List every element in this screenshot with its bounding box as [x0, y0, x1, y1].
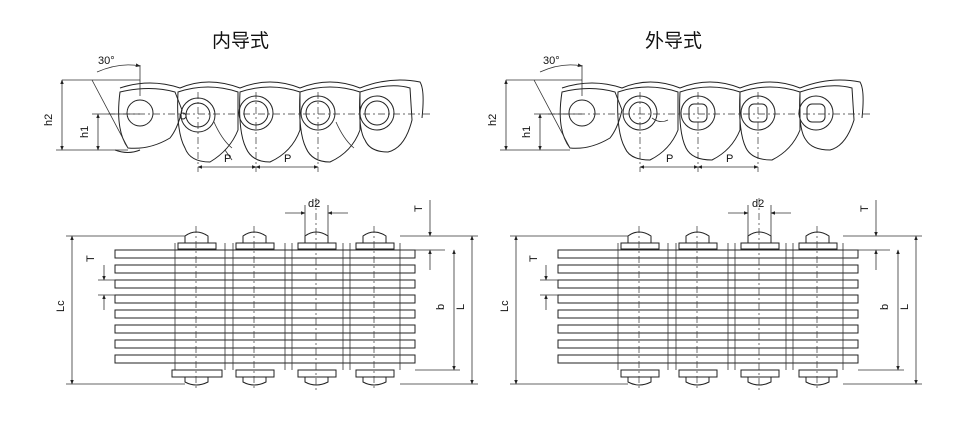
pin-head: [678, 369, 718, 386]
inner-guide-top-view: d2 T T Lc b L: [55, 198, 478, 390]
pin-head: [235, 369, 275, 386]
pin-head: [678, 231, 718, 250]
link-plate: [177, 86, 239, 163]
pin-head: [177, 231, 217, 250]
title-outer-guide: 外导式: [645, 30, 703, 52]
pin: [359, 95, 395, 131]
pin-head: [620, 369, 660, 386]
b-label: b: [879, 304, 891, 310]
T-label: T: [85, 255, 97, 262]
d2-label: d2: [752, 198, 764, 210]
b-label: b: [435, 304, 447, 310]
pin-head: [297, 231, 337, 250]
h2-label: h2: [43, 114, 55, 126]
pitch-label: P: [666, 153, 673, 165]
link-plate: [617, 86, 679, 161]
h1-label: h1: [79, 126, 91, 138]
pitch-label: P: [726, 153, 733, 165]
Lc-label: Lc: [499, 300, 511, 312]
link-plate: [299, 86, 361, 163]
h2-label: h2: [487, 114, 499, 126]
T-label: T: [859, 205, 871, 212]
link-plate: [359, 85, 413, 153]
pin-head: [740, 231, 780, 250]
pin-head: [740, 369, 780, 386]
outer-guide-side-view: 30° h2 h1 P P: [487, 55, 870, 172]
pin-head: [798, 369, 838, 386]
title-inner-guide: 内导式: [212, 30, 270, 52]
pin-head: [171, 369, 223, 386]
pitch-label: P: [284, 153, 291, 165]
link-plate: [239, 86, 301, 163]
link-plate: [739, 86, 801, 161]
pin-head: [355, 231, 395, 250]
h1-label: h1: [521, 126, 533, 138]
pitch-label: P: [224, 153, 231, 165]
pin-head: [620, 231, 660, 250]
pin-head: [355, 369, 395, 386]
pin-head: [235, 231, 275, 250]
T-label: T: [413, 205, 425, 212]
Lc-label: Lc: [55, 300, 67, 312]
pin: [798, 95, 834, 131]
d2-label: d2: [308, 198, 320, 210]
T-label: T: [528, 255, 540, 262]
link-plate: [679, 86, 741, 161]
pin: [126, 99, 154, 127]
angle-label: 30°: [98, 55, 115, 67]
pin-head: [297, 369, 337, 386]
outer-guide-top-view: d2 T T Lc b L: [499, 198, 922, 390]
inner-guide-side-view: 30° h2 h1 P P: [43, 55, 430, 172]
L-label: L: [899, 304, 911, 310]
link-plate: [799, 85, 855, 151]
pin: [568, 99, 596, 127]
pin-head: [798, 231, 838, 250]
link-plate: [559, 88, 623, 149]
L-label: L: [455, 304, 467, 310]
angle-label: 30°: [543, 55, 560, 67]
